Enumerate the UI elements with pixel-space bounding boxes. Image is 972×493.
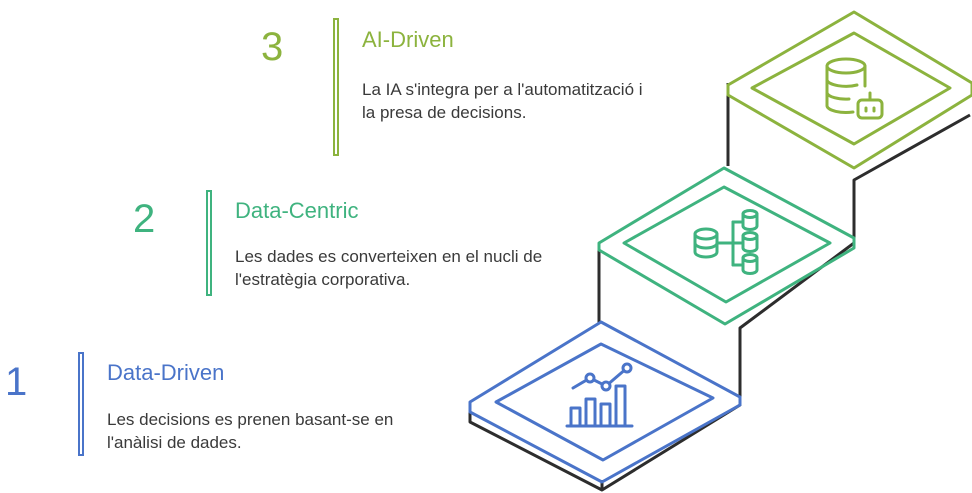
level-1-platform [468,320,742,484]
step-2-title: Data-Centric [235,198,359,223]
staircase-outline [468,83,971,492]
step-2-number: 2 [133,197,156,241]
step-1-number: 1 [5,360,28,404]
step-1-title: Data-Driven [107,360,225,385]
step-1-description: Les decisions es prenen basant-se en l'a… [107,410,394,452]
bar-chart-growth-icon [565,362,634,428]
step-3-bar [333,18,339,156]
step-3-title: AI-Driven [362,27,454,52]
level-3-platform [726,10,972,170]
step-2-bar [206,190,212,296]
step-1-bar [78,352,84,456]
database-robot-icon [825,57,884,120]
level-2-platform [597,166,856,326]
step-2-description: Les dades es converteixen en el nucli de… [235,247,543,289]
step-3-number: 3 [261,25,284,69]
database-network-icon [693,209,759,275]
step-3-description: La IA s'integra per a l'automatització i… [362,80,643,122]
